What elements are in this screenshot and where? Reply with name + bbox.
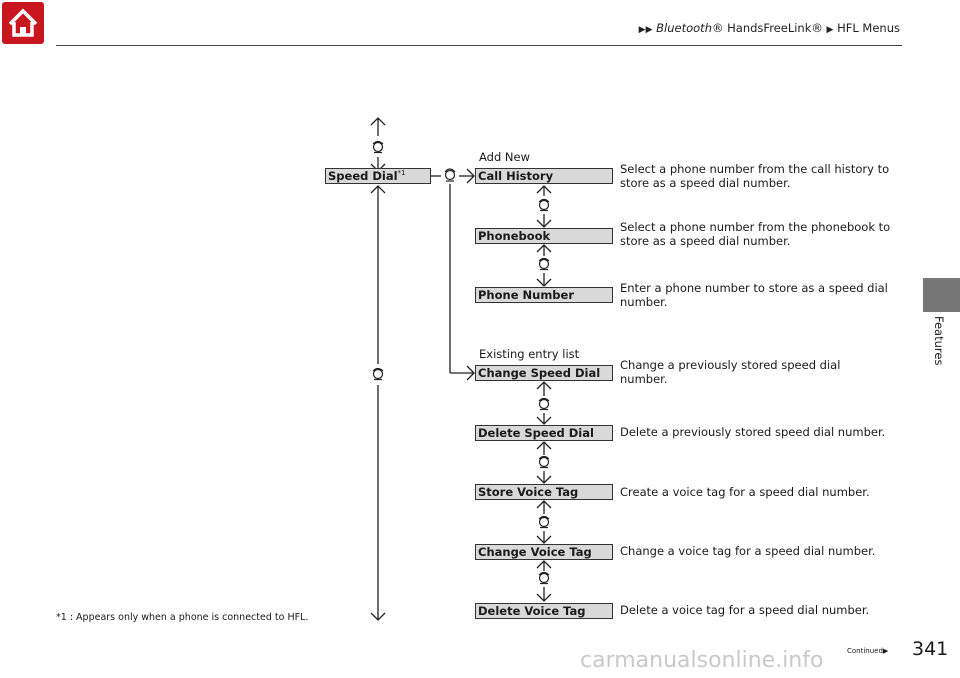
breadcrumb-arrow-icon: ▶▶ — [638, 25, 653, 35]
watermark: carmanualsonline.info — [580, 648, 824, 673]
page-number: 341 — [912, 638, 949, 660]
menu-item-call-history[interactable]: Call History — [475, 168, 613, 184]
rotate-up-arrow — [370, 117, 386, 136]
menu-item-phone-number[interactable]: Phone Number — [475, 287, 613, 303]
add-new-caption: Add New — [479, 150, 531, 164]
breadcrumb-hfl[interactable]: ® HandsFreeLink® — [711, 21, 823, 35]
menu-item-phonebook[interactable]: Phonebook — [475, 228, 613, 244]
footnote: *1 : Appears only when a phone is connec… — [56, 612, 309, 623]
menu-item-change-voice-tag[interactable]: Change Voice Tag — [475, 544, 613, 560]
header-divider — [56, 45, 902, 46]
menu-item-delete-voice-tag[interactable]: Delete Voice Tag — [475, 603, 613, 619]
breadcrumb-arrow-icon: ▶ — [826, 25, 834, 35]
delete-voice-tag-description: Delete a voice tag for a speed dial numb… — [620, 603, 870, 617]
speed-dial-label: Speed Dial — [328, 169, 398, 183]
phonebook-description: Select a phone number from the phonebook… — [620, 220, 891, 248]
home-icon[interactable] — [2, 2, 44, 44]
breadcrumb: ▶▶ Bluetooth® HandsFreeLink® ▶ HFL Menus — [639, 21, 900, 35]
continued-label: Continued▶ — [847, 647, 889, 655]
menu-item-store-voice-tag[interactable]: Store Voice Tag — [475, 484, 613, 500]
menu-item-delete-speed-dial[interactable]: Delete Speed Dial — [475, 425, 613, 441]
call-history-description: Select a phone number from the call hist… — [620, 162, 890, 190]
existing-list-caption: Existing entry list — [479, 347, 580, 361]
phone-number-description: Enter a phone number to store as a speed… — [620, 281, 888, 309]
section-label: Features — [932, 316, 946, 366]
menu-item-speed-dial[interactable]: Speed Dial*1 — [325, 168, 431, 184]
menu-item-change-speed-dial[interactable]: Change Speed Dial — [475, 365, 613, 381]
interface-dial-press-icon — [444, 168, 456, 182]
delete-speed-dial-description: Delete a previously stored speed dial nu… — [620, 425, 886, 439]
continued-arrow-icon: ▶ — [882, 647, 889, 655]
section-tab-features[interactable] — [923, 278, 960, 312]
breadcrumb-hfl-menus[interactable]: HFL Menus — [837, 21, 900, 35]
breadcrumb-bluetooth[interactable]: Bluetooth — [656, 21, 712, 35]
change-voice-tag-description: Change a voice tag for a speed dial numb… — [620, 544, 876, 558]
interface-dial-icon — [372, 367, 384, 381]
footnote-marker: *1 — [397, 169, 406, 177]
change-speed-dial-description: Change a previously stored speed dial nu… — [620, 358, 841, 386]
between-items-arrows — [536, 185, 552, 602]
store-voice-tag-description: Create a voice tag for a speed dial numb… — [620, 485, 870, 499]
interface-dial-icon — [372, 140, 384, 154]
